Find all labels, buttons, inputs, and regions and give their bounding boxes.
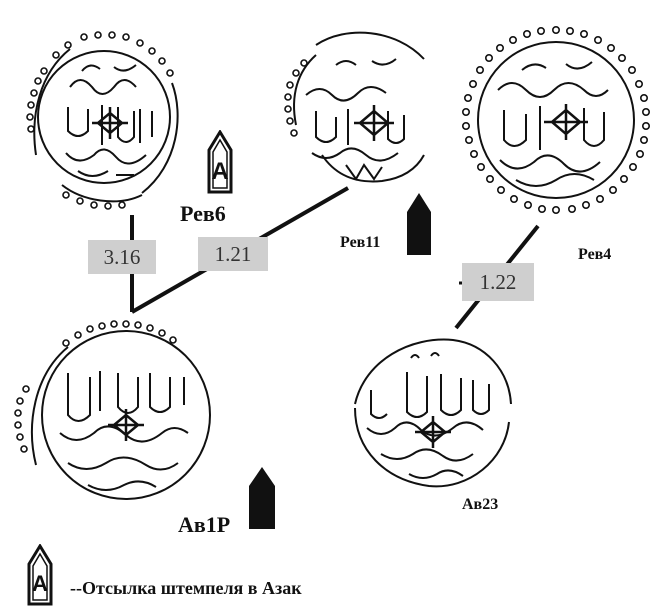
legend-marker-a-letter: A [28,572,52,596]
coin-rev11-image [276,15,436,190]
link-value-rev4-av23: 1.22 [462,263,534,301]
link-value-rev6-av1p: 3.16 [88,240,156,274]
marker-rev11 [406,192,432,256]
marker-a-rev6-letter: A [208,160,232,184]
coin-label-rev11: Рев11 [340,234,380,252]
coin-av1p-image [8,315,223,515]
marker-av1p [248,466,276,530]
coin-label-av23: Ав23 [462,496,498,514]
coin-label-rev6: Рев6 [180,201,226,227]
coin-label-rev4: Рев4 [578,246,611,264]
coin-rev6-image [22,15,182,215]
coin-av23-image [345,330,515,495]
coin-label-av1p: Ав1Р [178,512,230,538]
coin-rev4-image [456,10,656,230]
legend-text: --Отсылка штемпеля в Азак [70,578,302,599]
link-value-rev11-av1p: 1.21 [198,237,268,271]
